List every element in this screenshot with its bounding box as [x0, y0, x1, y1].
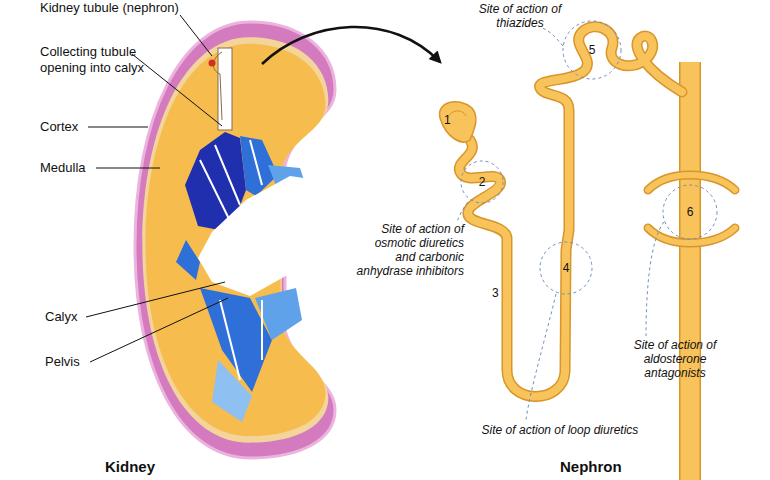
collecting-duct-outline [679, 62, 701, 480]
leader-line [457, 202, 468, 222]
callout-number: 4 [539, 241, 593, 295]
nephron [459, 27, 735, 480]
callout-circle: 5 [562, 20, 622, 80]
part-label: Medulla [40, 160, 100, 176]
capsule-lumen [448, 111, 466, 118]
leader-line [542, 28, 563, 46]
calyx [176, 240, 200, 280]
collecting-duct [681, 62, 700, 480]
annotation: Site of action of loop diuretics [480, 423, 640, 437]
callout-number: 6 [662, 184, 718, 240]
division-line [215, 145, 240, 205]
dashed-circle [540, 242, 592, 294]
duct-branch-outline [648, 175, 735, 190]
division-line [261, 300, 263, 360]
pointer-arrow [262, 27, 440, 64]
duct-branch [648, 175, 735, 190]
part-label: Pelvis [45, 354, 95, 370]
part-label: Calyx [45, 309, 95, 325]
calyx-divisions [200, 140, 262, 380]
leader-line [96, 168, 160, 169]
dashed-circle [563, 21, 621, 79]
figure-caption: Kidney [105, 458, 185, 476]
part-label: Collecting tubule opening into calyx [40, 44, 152, 76]
callout-number: 3 [492, 286, 504, 300]
duct-branch-outline [648, 228, 735, 243]
leader-line [646, 222, 664, 336]
bowman-capsule [440, 102, 476, 142]
duct-branch [648, 228, 735, 243]
dashed-leaders [457, 28, 664, 420]
glomerulus [209, 60, 216, 67]
calyx [200, 288, 272, 392]
callout-number: 5 [562, 20, 622, 80]
calyx [212, 360, 252, 422]
annotation: Site of action of osmotic diuretics and … [352, 222, 464, 278]
leader-line [132, 54, 222, 126]
callout-circle: 6 [662, 184, 718, 240]
collecting-tubule [218, 48, 232, 130]
part-label: Kidney tubule (nephron) [40, 0, 230, 16]
leader-line [180, 15, 212, 56]
division-line [200, 160, 232, 225]
renal-pelvis [198, 176, 372, 296]
dashed-circle [663, 185, 717, 239]
division-line [220, 300, 240, 380]
callout-number: 1 [444, 113, 456, 127]
callout-number: 2 [460, 160, 504, 204]
annotation: Site of action of thiazides [460, 2, 580, 30]
leader-line [90, 298, 228, 362]
leader-line [86, 282, 225, 317]
callout-circle: 4 [539, 241, 593, 295]
annotation: Site of action of aldosterone antagonist… [612, 338, 738, 380]
leader-line [526, 294, 556, 420]
callout-circle: 2 [460, 160, 504, 204]
dashed-circle [461, 161, 503, 203]
figure-caption: Nephron [560, 458, 650, 476]
division-line [250, 140, 262, 185]
part-label: Cortex [40, 119, 100, 135]
leader-line [88, 127, 148, 128]
